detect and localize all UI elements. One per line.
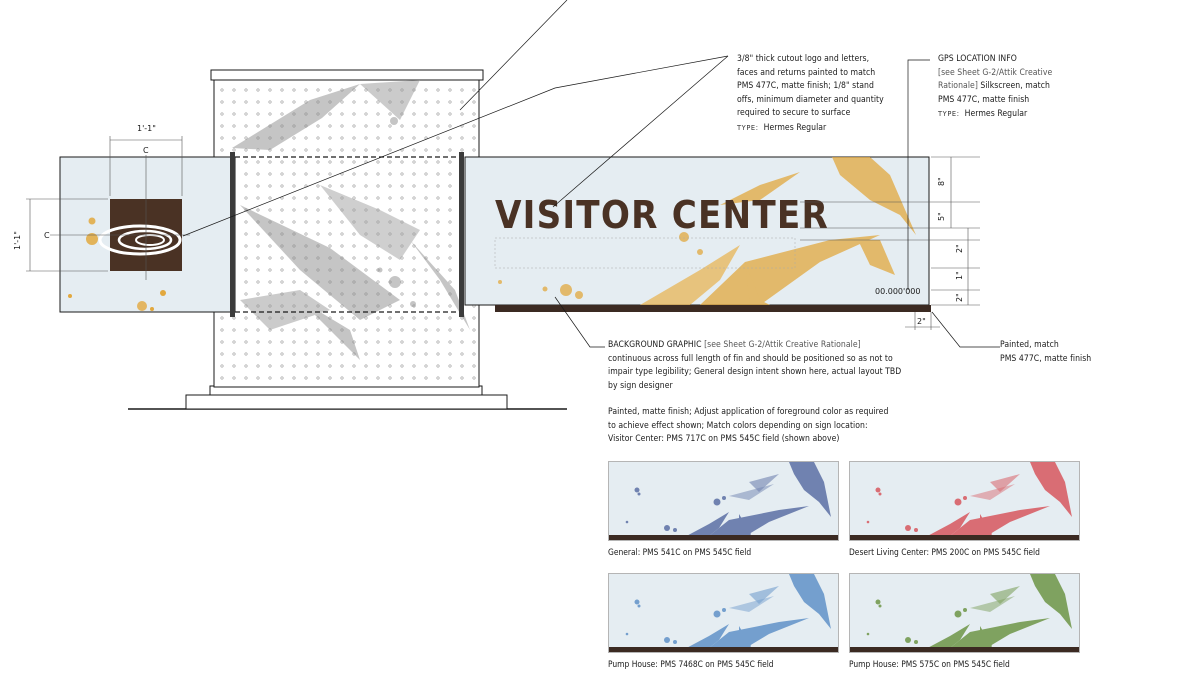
note-ref: [see Sheet G-2/Attik Creative Rationale] <box>701 340 861 350</box>
type-label: TYPE: <box>938 109 960 119</box>
callout-leaders <box>182 0 1000 348</box>
fin-dimensions <box>800 156 980 330</box>
note-type-line: TYPE: Hermes Regular <box>737 121 884 136</box>
type-label: TYPE: <box>737 122 759 132</box>
background-graphic-note: BACKGROUND GRAPHIC [see Sheet G-2/Attik … <box>608 339 901 393</box>
note-line: [see Sheet G-2/Attik Creative <box>938 67 1053 78</box>
gray-background-graphic <box>232 80 470 360</box>
swatch-caption: General: PMS 541C on PMS 545C field <box>608 547 752 557</box>
note-line: 3/8" thick cutout logo and letters, <box>737 54 870 64</box>
swatch-thumbnail <box>608 573 839 653</box>
swatch-graphic <box>609 462 838 540</box>
swatch-graphic <box>850 574 1079 652</box>
note-line: to achieve effect shown; Match colors de… <box>608 420 868 431</box>
orange-background-graphic <box>498 157 916 305</box>
note-line: Rationale] Silkscreen, match <box>938 80 1052 94</box>
logo-dimensions <box>26 136 190 280</box>
painted-base-note: Painted, match PMS 477C, matte finish <box>1000 339 1091 366</box>
note-heading: BACKGROUND GRAPHIC <box>608 340 702 350</box>
note-line: PMS 477C, matte finish <box>1000 353 1092 364</box>
visitor-center-title: VISITOR CENTER <box>495 193 829 237</box>
cutout-logo-note: 3/8" thick cutout logo and letters, face… <box>737 53 884 136</box>
note-text: Silkscreen, match <box>977 81 1050 92</box>
dim-1in: 1" <box>955 271 964 280</box>
note-line: Visitor Center: PMS 717C on PMS 545C fie… <box>608 434 840 445</box>
swatch-graphic <box>609 574 838 652</box>
dim-logo-height: 1'-1" <box>13 231 22 250</box>
note-line: PMS 477C, matte finish; 1/8" stand <box>737 81 874 92</box>
dim-5in: 5" <box>937 212 946 221</box>
swatch-thumbnail <box>608 461 839 541</box>
gps-location-note: GPS LOCATION INFO [see Sheet G-2/Attik C… <box>938 53 1052 122</box>
swatch-caption: Pump House: PMS 7468C on PMS 545C field <box>608 659 774 669</box>
dim-center-mark-h: C <box>143 146 149 155</box>
perforated-column <box>210 69 484 388</box>
fin-base-bar <box>495 305 931 312</box>
swatch-thumbnail <box>849 573 1080 653</box>
note-line: required to secure to surface <box>737 108 851 119</box>
note-line: by sign designer <box>608 380 673 391</box>
dim-2in-b: 2" <box>955 293 964 302</box>
type-value: Hermes Regular <box>964 109 1028 120</box>
right-fin: VISITOR CENTER 00.000'000 <box>464 156 930 306</box>
note-line: impair type legibility; General design i… <box>608 367 902 378</box>
finish-note: Painted, matte finish; Adjust applicatio… <box>608 406 888 447</box>
note-line: Painted, matte finish; Adjust applicatio… <box>608 407 889 417</box>
dim-2in-a: 2" <box>955 244 964 253</box>
dim-2in-c: 2" <box>917 317 926 326</box>
note-line: faces and returns painted to match <box>737 67 876 78</box>
swatch-caption: Pump House: PMS 575C on PMS 545C field <box>849 659 1010 669</box>
note-ref: Rationale] <box>938 81 978 92</box>
gps-coordinate-text: 00.000'000 <box>875 287 920 296</box>
type-value: Hermes Regular <box>763 122 827 133</box>
base-plinth <box>185 394 508 410</box>
note-line: PMS 477C, matte finish <box>938 94 1030 105</box>
note-line: Painted, match <box>1000 340 1059 350</box>
swatch-thumbnail <box>849 461 1080 541</box>
swatch-caption: Desert Living Center: PMS 200C on PMS 54… <box>849 547 1040 557</box>
dim-logo-width: 1'-1" <box>137 124 156 133</box>
dim-center-mark-v: C <box>44 231 50 240</box>
dim-8in: 8" <box>937 177 946 186</box>
swatch-graphic <box>850 462 1079 540</box>
note-heading: GPS LOCATION INFO <box>938 54 1017 64</box>
note-line: continuous across full length of fin and… <box>608 353 893 364</box>
note-heading-line: BACKGROUND GRAPHIC [see Sheet G-2/Attik … <box>608 339 901 353</box>
note-type-line: TYPE: Hermes Regular <box>938 107 1052 122</box>
note-line: offs, minimum diameter and quantity <box>737 94 884 105</box>
